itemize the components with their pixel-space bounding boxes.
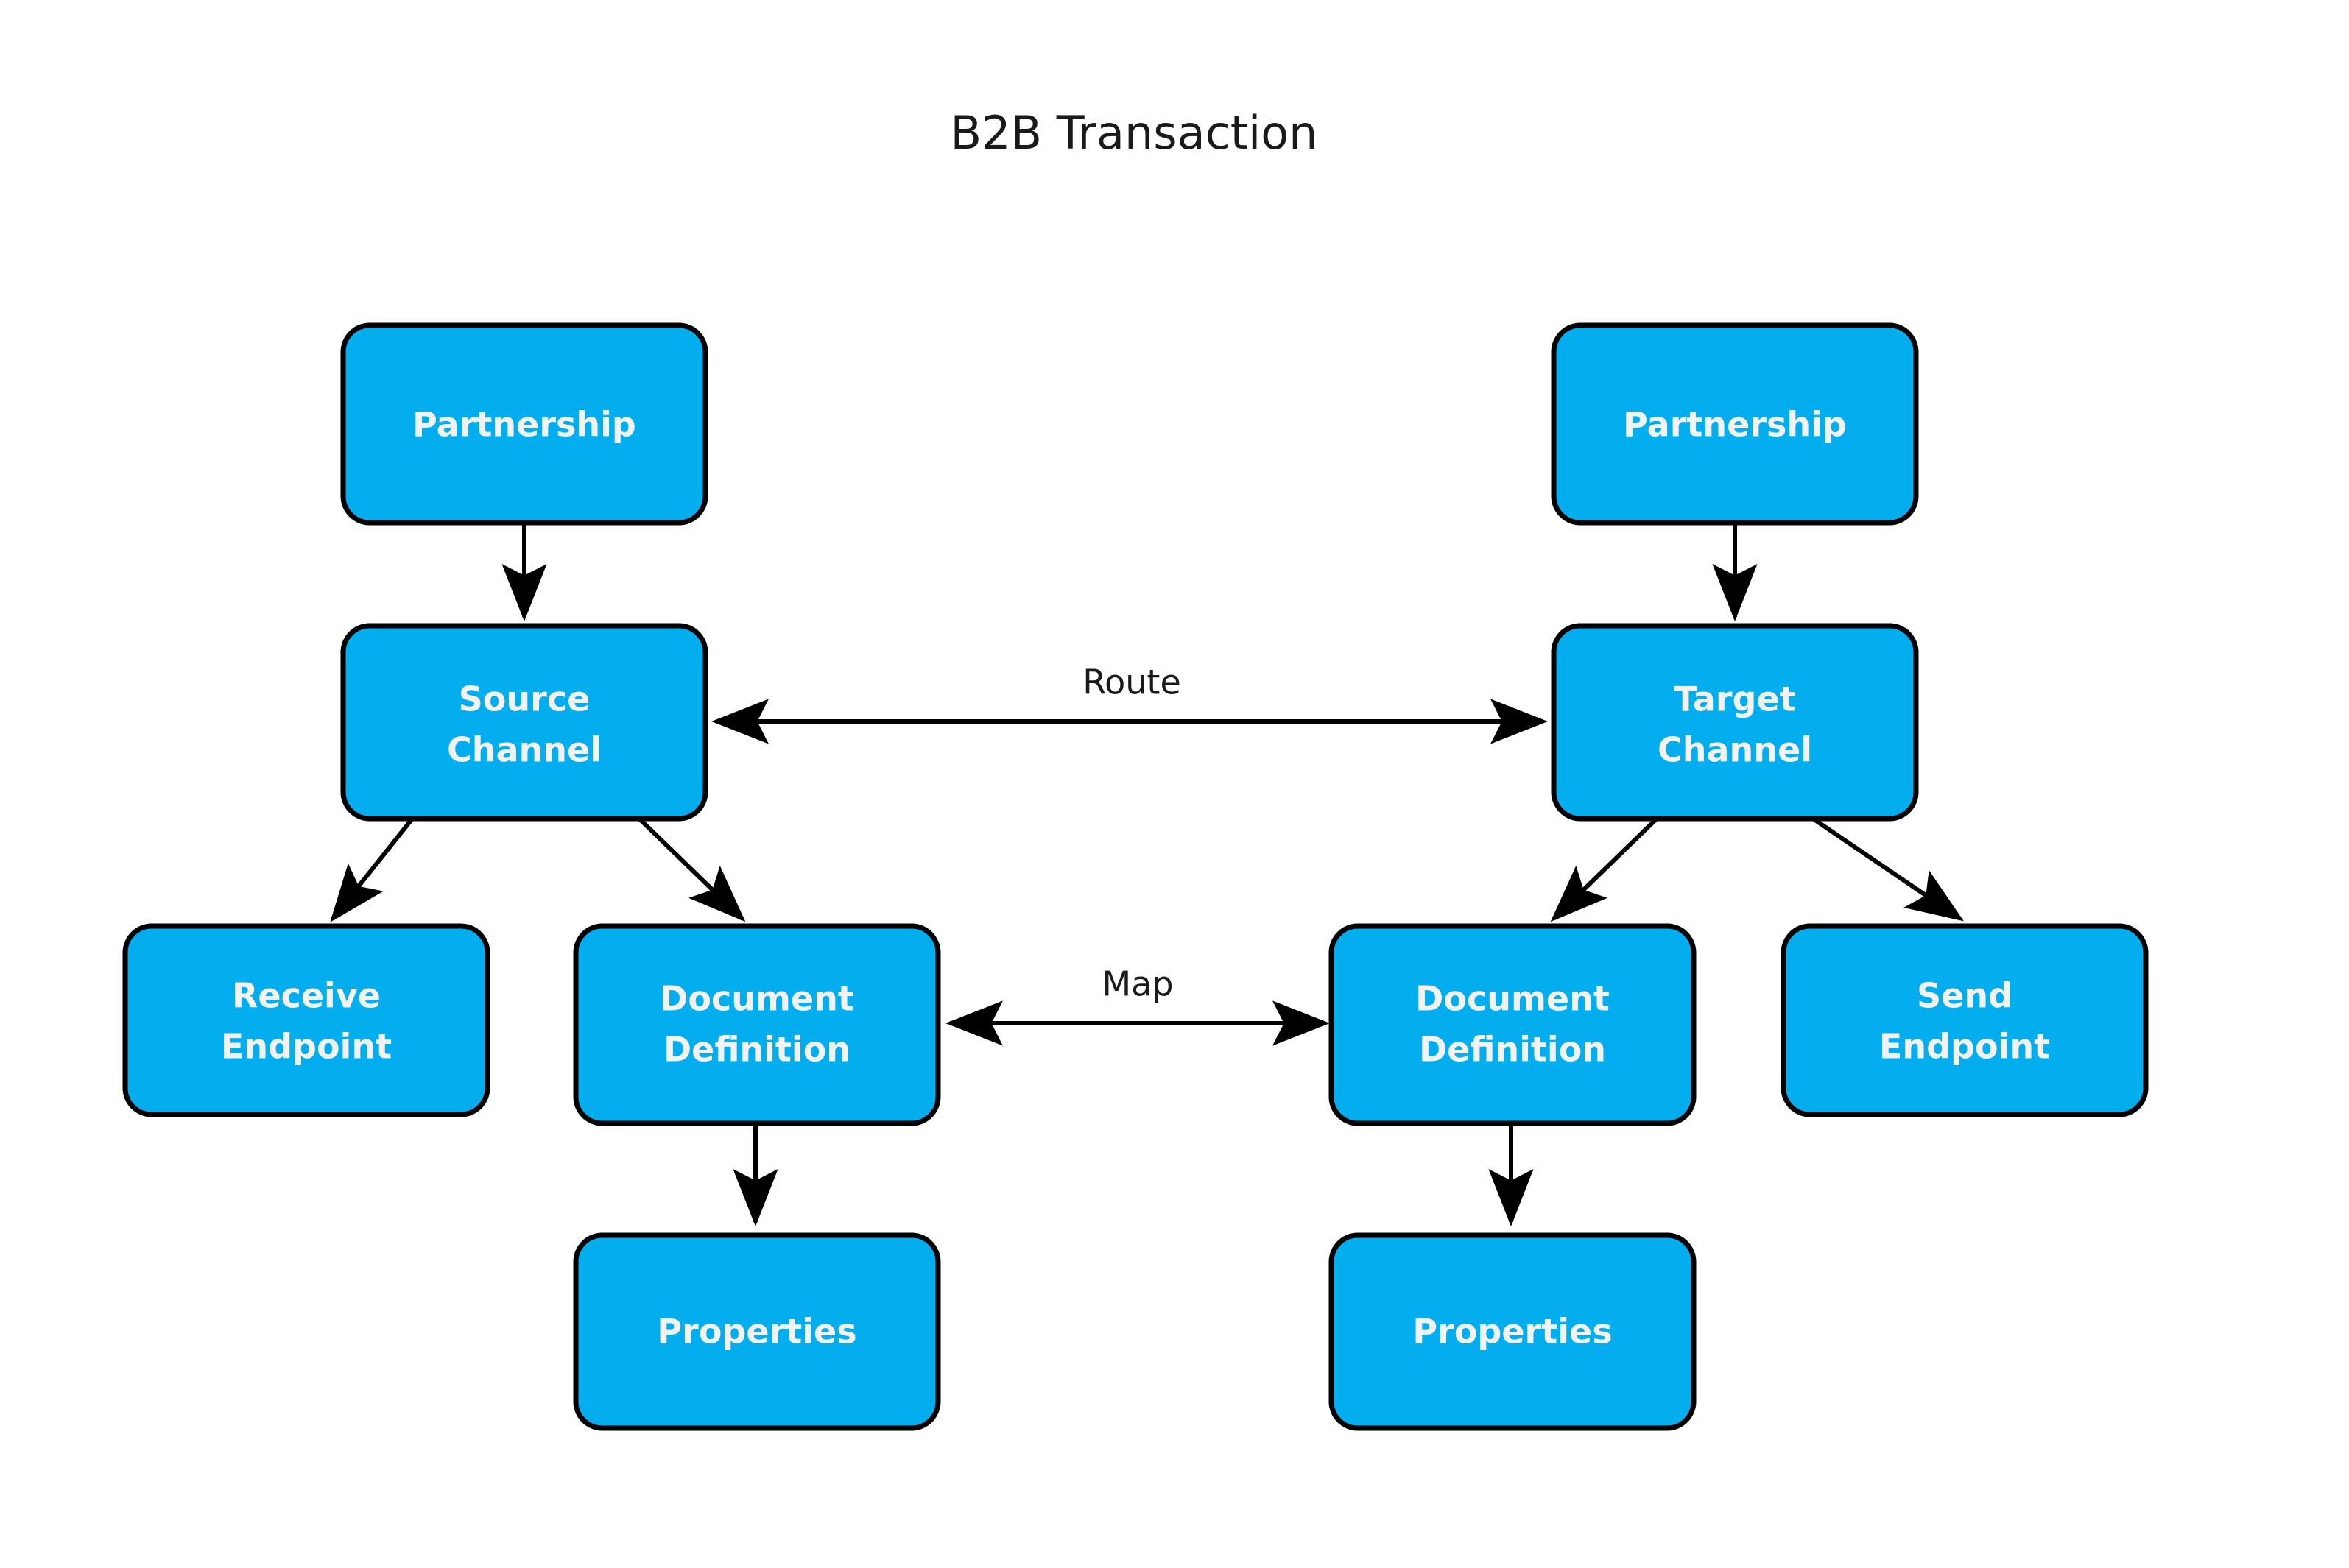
node-source-properties-box[interactable] (573, 1232, 941, 1431)
node-source-partnership[interactable]: Partnership (340, 322, 708, 526)
edge-source-channel-to-source-document-definition (637, 816, 746, 922)
node-send-endpoint-label-line2: Endpoint (1879, 1027, 2050, 1067)
edge-target-channel-to-target-document-definition (1550, 816, 1659, 922)
page-title: B2B Transaction (951, 106, 1318, 160)
node-target-channel-label-line1: Target (1674, 679, 1795, 719)
node-target-channel-label-line2: Channel (1658, 730, 1812, 770)
node-target-partnership-box[interactable] (1551, 322, 1919, 526)
node-target-document-definition-box[interactable] (1328, 923, 1697, 1126)
edge-source-channel-to-receive-endpoint (330, 817, 415, 922)
node-target-properties[interactable]: Properties (1328, 1232, 1697, 1431)
node-target-partnership-label: Partnership (1623, 405, 1847, 445)
node-source-properties-label: Properties (657, 1312, 856, 1352)
node-target-properties-box[interactable] (1328, 1232, 1697, 1431)
node-target-document-definition-label-line1: Document (1415, 979, 1610, 1019)
node-target-document-definition[interactable]: Document Definition (1328, 923, 1697, 1126)
node-target-channel-box[interactable] (1551, 623, 1919, 822)
edge-label-map: Map (1102, 964, 1173, 1004)
node-target-partnership[interactable]: Partnership (1551, 322, 1919, 526)
node-send-endpoint[interactable]: Send Endpoint (1781, 923, 2149, 1117)
node-source-channel-label-line1: Source (459, 679, 591, 719)
node-receive-endpoint-label-line1: Receive (232, 976, 381, 1016)
node-target-properties-label: Properties (1412, 1312, 1612, 1352)
node-source-document-definition[interactable]: Document Definition (573, 923, 941, 1126)
node-source-channel[interactable]: Source Channel (340, 623, 708, 822)
node-source-document-definition-label-line1: Document (660, 979, 854, 1019)
node-source-properties[interactable]: Properties (573, 1232, 941, 1431)
node-source-channel-box[interactable] (340, 623, 708, 822)
node-send-endpoint-label-line1: Send (1917, 976, 2012, 1016)
node-receive-endpoint[interactable]: Receive Endpoint (122, 923, 490, 1117)
node-target-document-definition-label-line2: Definition (1419, 1030, 1606, 1070)
node-source-document-definition-label-line2: Definition (663, 1030, 850, 1070)
node-send-endpoint-box[interactable] (1781, 923, 2149, 1117)
node-source-partnership-box[interactable] (340, 322, 708, 526)
node-receive-endpoint-label-line2: Endpoint (221, 1027, 392, 1067)
node-source-partnership-label: Partnership (412, 405, 636, 445)
node-receive-endpoint-box[interactable] (122, 923, 490, 1117)
node-source-document-definition-box[interactable] (573, 923, 941, 1126)
edge-label-route: Route (1082, 663, 1181, 702)
edge-target-channel-to-send-endpoint (1811, 816, 1964, 922)
node-source-channel-label-line2: Channel (447, 730, 602, 770)
node-target-channel[interactable]: Target Channel (1551, 623, 1919, 822)
